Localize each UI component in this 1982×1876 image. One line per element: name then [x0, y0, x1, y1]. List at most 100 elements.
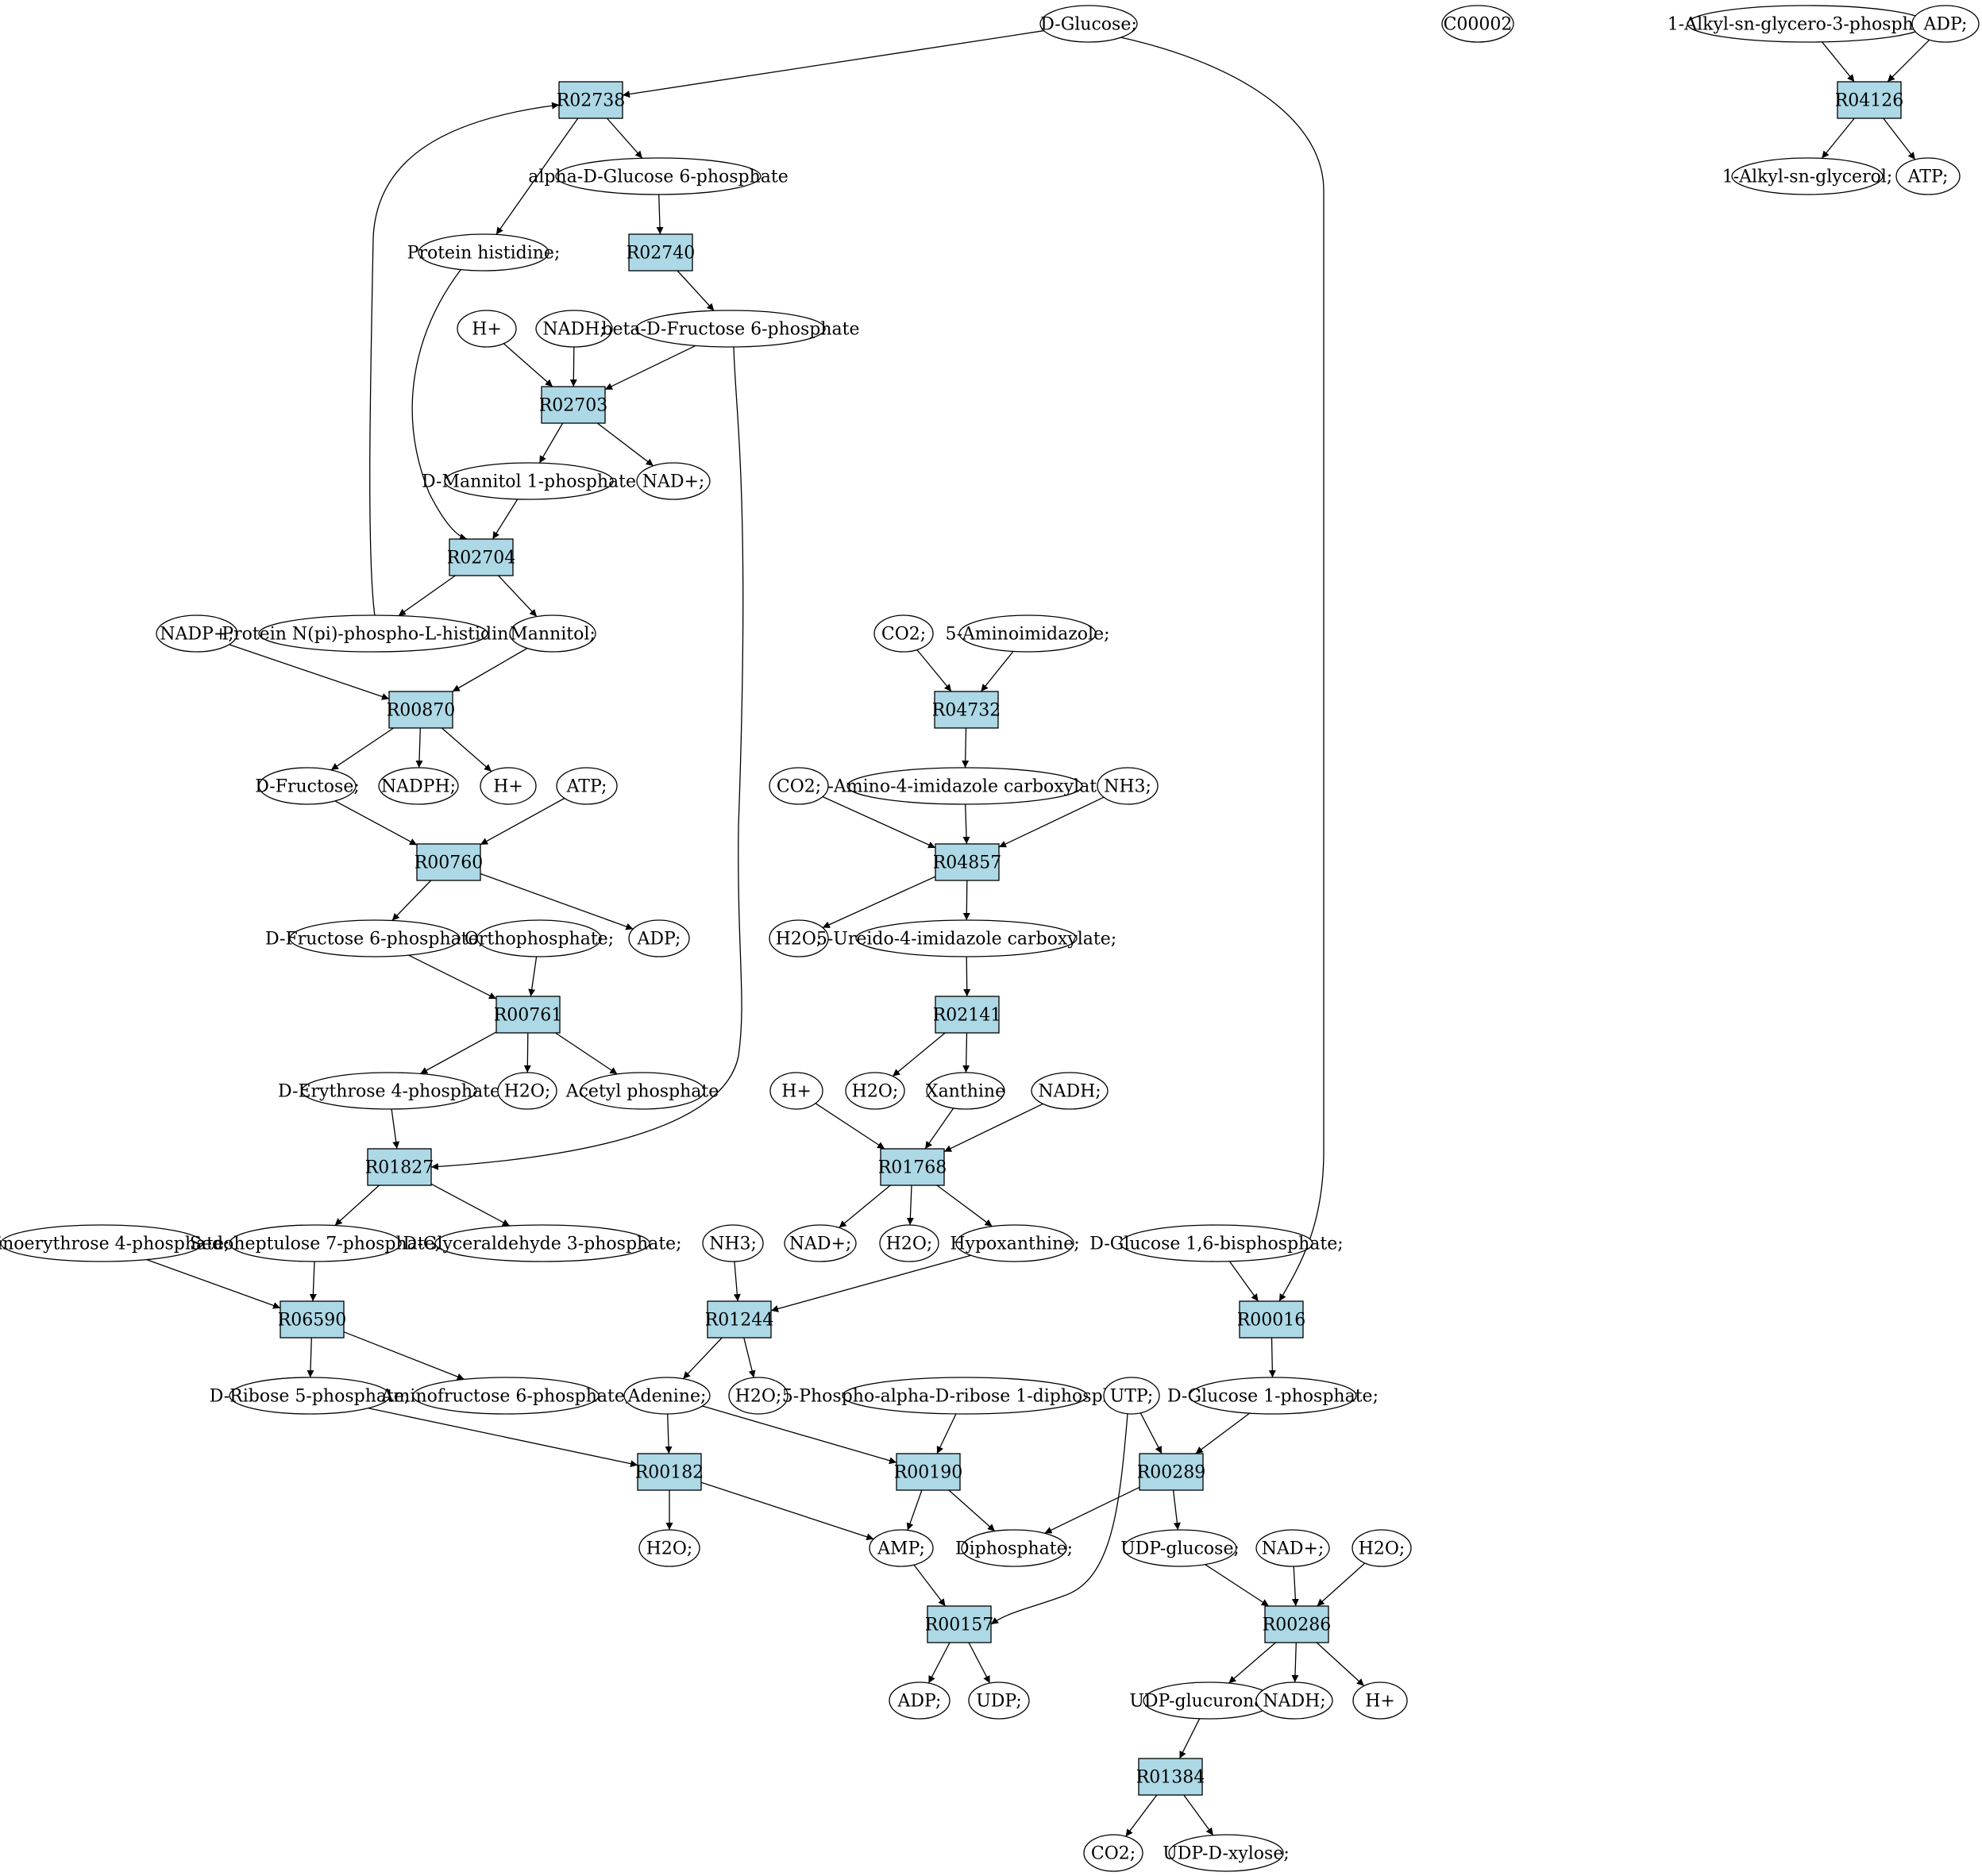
- metabolite-node-hplus2[interactable]: H+: [480, 767, 537, 805]
- metabolite-node-nadh3[interactable]: NADH;: [1255, 1681, 1333, 1720]
- metabolite-node-orthophos[interactable]: Orthophosphate;: [465, 919, 614, 957]
- metabolite-node-nadplus2[interactable]: NAD+;: [784, 1224, 857, 1262]
- metabolite-node-glucose[interactable]: D-Glucose;: [1039, 5, 1138, 43]
- metabolite-node-h2o6[interactable]: H2O;: [728, 1377, 789, 1415]
- edge-R00190-to-amp: [906, 1489, 923, 1531]
- metabolite-node-adp2[interactable]: ADP;: [889, 1681, 951, 1720]
- reaction-node-r02141[interactable]: R02141: [933, 996, 1002, 1034]
- metabolite-node-nh3a[interactable]: NH3;: [1097, 767, 1159, 805]
- reaction-label: R06590: [278, 1311, 347, 1331]
- metabolite-node-h2o2[interactable]: H2O;: [638, 1529, 700, 1567]
- metabolite-node-mannitol[interactable]: Mannitol;: [509, 614, 596, 653]
- metabolite-node-h2o1[interactable]: H2O;: [497, 1072, 557, 1110]
- metabolite-node-co2b[interactable]: CO2;: [769, 767, 829, 805]
- metabolite-node-h2o7[interactable]: H2O;: [1352, 1529, 1412, 1567]
- metabolite-node-f6p[interactable]: D-Fructose 6-phosphate;: [265, 919, 484, 957]
- metabolite-node-h2o5[interactable]: H2O;: [879, 1224, 939, 1262]
- metabolite-node-nadplus3[interactable]: NAD+;: [1255, 1529, 1330, 1567]
- metabolite-node-co2c[interactable]: CO2;: [1083, 1834, 1143, 1872]
- reaction-node-r00182[interactable]: R00182: [635, 1453, 704, 1491]
- metabolite-node-aica[interactable]: 5-Amino-4-imidazole carboxylate;: [816, 767, 1113, 805]
- metabolite-node-udp[interactable]: UDP;: [968, 1681, 1030, 1720]
- metabolite-node-utp[interactable]: UTP;: [1103, 1377, 1160, 1415]
- reaction-node-r00190[interactable]: R00190: [894, 1453, 963, 1491]
- metabolite-node-r5p[interactable]: D-Ribose 5-phosphate;: [210, 1377, 411, 1415]
- metabolite-label: Aminofructose 6-phosphate;: [380, 1387, 631, 1407]
- reaction-node-r01384[interactable]: R01384: [1136, 1758, 1205, 1796]
- metabolite-node-adenine[interactable]: Adenine;: [623, 1377, 711, 1415]
- reaction-node-r02740[interactable]: R02740: [627, 233, 696, 272]
- metabolite-node-amp[interactable]: AMP;: [869, 1529, 934, 1567]
- metabolite-node-co2a[interactable]: CO2;: [873, 614, 934, 653]
- reaction-box: [707, 1300, 772, 1339]
- metabolite-ellipse: [457, 310, 517, 348]
- metabolite-node-prothis[interactable]: Protein histidine;: [407, 233, 561, 272]
- reaction-node-r00286[interactable]: R00286: [1263, 1605, 1332, 1643]
- metabolite-node-prpp[interactable]: 5-Phospho-alpha-D-ribose 1-diphosphate;: [782, 1377, 1147, 1415]
- metabolite-node-protnpi[interactable]: Protein N(pi)-phospho-L-histidine;: [222, 614, 525, 653]
- reaction-label: R02738: [557, 91, 626, 111]
- reaction-node-r00760[interactable]: R00760: [415, 843, 484, 881]
- metabolite-node-nadph[interactable]: NADPH;: [378, 767, 459, 805]
- reaction-node-r01827[interactable]: R01827: [365, 1148, 434, 1186]
- reaction-node-r06590[interactable]: R06590: [278, 1300, 347, 1339]
- metabolite-node-h2o4[interactable]: H2O;: [845, 1072, 905, 1110]
- reaction-node-r00016[interactable]: R00016: [1237, 1300, 1306, 1339]
- metabolite-node-g3p[interactable]: D-Glyceraldehyde 3-phosphate;: [403, 1224, 682, 1262]
- metabolite-node-acetylp[interactable]: Acetyl phosphate: [565, 1072, 719, 1110]
- metabolite-node-diphos[interactable]: Diphosphate;: [955, 1529, 1073, 1567]
- metabolite-node-hplus4[interactable]: H+: [1352, 1681, 1408, 1720]
- metabolite-node-hplus3[interactable]: H+: [769, 1072, 823, 1110]
- metabolite-node-bf6p[interactable]: beta-D-Fructose 6-phosphate: [601, 310, 860, 348]
- metabolite-node-nadpplus[interactable]: NADP+;: [156, 614, 238, 653]
- metabolite-node-atp_top[interactable]: ATP;: [1895, 157, 1961, 195]
- reaction-node-r04857[interactable]: R04857: [933, 843, 1002, 881]
- metabolite-node-h2o3[interactable]: H2O;: [769, 919, 829, 957]
- metabolite-node-uica[interactable]: 5-Ureido-4-imidazole carboxylate;: [816, 919, 1116, 957]
- metabolite-node-alkylg3p[interactable]: 1-Alkyl-sn-glycero-3-phosphate;: [1668, 5, 1947, 43]
- metabolite-node-nadplus1[interactable]: NAD+;: [636, 462, 711, 500]
- metabolite-label: D-Glucose 1,6-bisphosphate;: [1089, 1235, 1343, 1254]
- metabolite-node-aminof6p[interactable]: Aminofructose 6-phosphate;: [380, 1377, 631, 1415]
- metabolite-node-c00002[interactable]: C00002: [1441, 5, 1514, 43]
- metabolite-node-nh3b[interactable]: NH3;: [702, 1224, 764, 1262]
- reaction-node-r00870[interactable]: R00870: [387, 691, 456, 729]
- metabolite-node-aminoimid[interactable]: 5-Aminoimidazole;: [945, 614, 1110, 653]
- metabolite-node-alkylglycerol[interactable]: 1-Alkyl-sn-glycerol;: [1722, 157, 1893, 195]
- metabolite-node-hypox[interactable]: Hypoxanthine;: [950, 1224, 1080, 1262]
- metabolite-label: UDP-glucose;: [1120, 1539, 1240, 1559]
- metabolite-ellipse: [769, 1072, 823, 1110]
- metabolite-node-g1p[interactable]: D-Glucose 1-phosphate;: [1167, 1377, 1379, 1415]
- metabolite-node-xanthine[interactable]: Xanthine: [926, 1072, 1005, 1110]
- reaction-node-r02703[interactable]: R02703: [539, 386, 608, 424]
- reaction-node-r00761[interactable]: R00761: [494, 996, 563, 1034]
- reaction-box: [1139, 1453, 1204, 1491]
- metabolite-node-iminoe4p[interactable]: Iminoerythrose 4-phosphate;: [0, 1224, 229, 1262]
- edge-R02704-to-protnpi: [398, 575, 456, 617]
- metabolite-node-e4p[interactable]: D-Erythrose 4-phosphate: [278, 1072, 500, 1110]
- metabolite-node-g16bp[interactable]: D-Glucose 1,6-bisphosphate;: [1089, 1224, 1344, 1262]
- metabolite-node-nadh2[interactable]: NADH;: [1031, 1072, 1109, 1110]
- reaction-node-r02704[interactable]: R02704: [447, 538, 516, 576]
- metabolite-node-udpglc[interactable]: UDP-glucose;: [1120, 1529, 1240, 1567]
- reaction-node-r04732[interactable]: R04732: [932, 691, 1001, 729]
- metabolite-node-fructose[interactable]: D-Fructose;: [255, 767, 360, 805]
- reaction-node-r01768[interactable]: R01768: [878, 1148, 947, 1186]
- reaction-node-r02738[interactable]: R02738: [557, 81, 626, 119]
- metabolite-node-mannitol1p[interactable]: D-Mannitol 1-phosphate: [422, 462, 636, 500]
- metabolite-ellipse: [156, 614, 238, 653]
- metabolite-node-ag6p[interactable]: alpha-D-Glucose 6-phosphate: [528, 157, 789, 195]
- metabolite-node-hplus1[interactable]: H+: [457, 310, 517, 348]
- metabolite-label: H+: [472, 320, 502, 340]
- metabolite-node-s7p[interactable]: Sedoheptulose 7-phosphate;: [190, 1224, 441, 1262]
- metabolite-node-atp1[interactable]: ATP;: [556, 767, 618, 805]
- metabolite-node-adp1[interactable]: ADP;: [628, 919, 690, 957]
- reaction-node-r04126[interactable]: R04126: [1835, 81, 1904, 119]
- reaction-node-r00157[interactable]: R00157: [925, 1605, 994, 1643]
- metabolite-node-adp_top[interactable]: ADP;: [1911, 5, 1980, 43]
- reaction-node-r01244[interactable]: R01244: [705, 1300, 774, 1339]
- metabolite-node-nadh1[interactable]: NADH;: [535, 310, 613, 348]
- metabolite-node-udpxyl[interactable]: UDP-D-xylose;: [1163, 1834, 1290, 1872]
- metabolite-ellipse: [1168, 1834, 1284, 1872]
- reaction-node-r00289[interactable]: R00289: [1137, 1453, 1206, 1491]
